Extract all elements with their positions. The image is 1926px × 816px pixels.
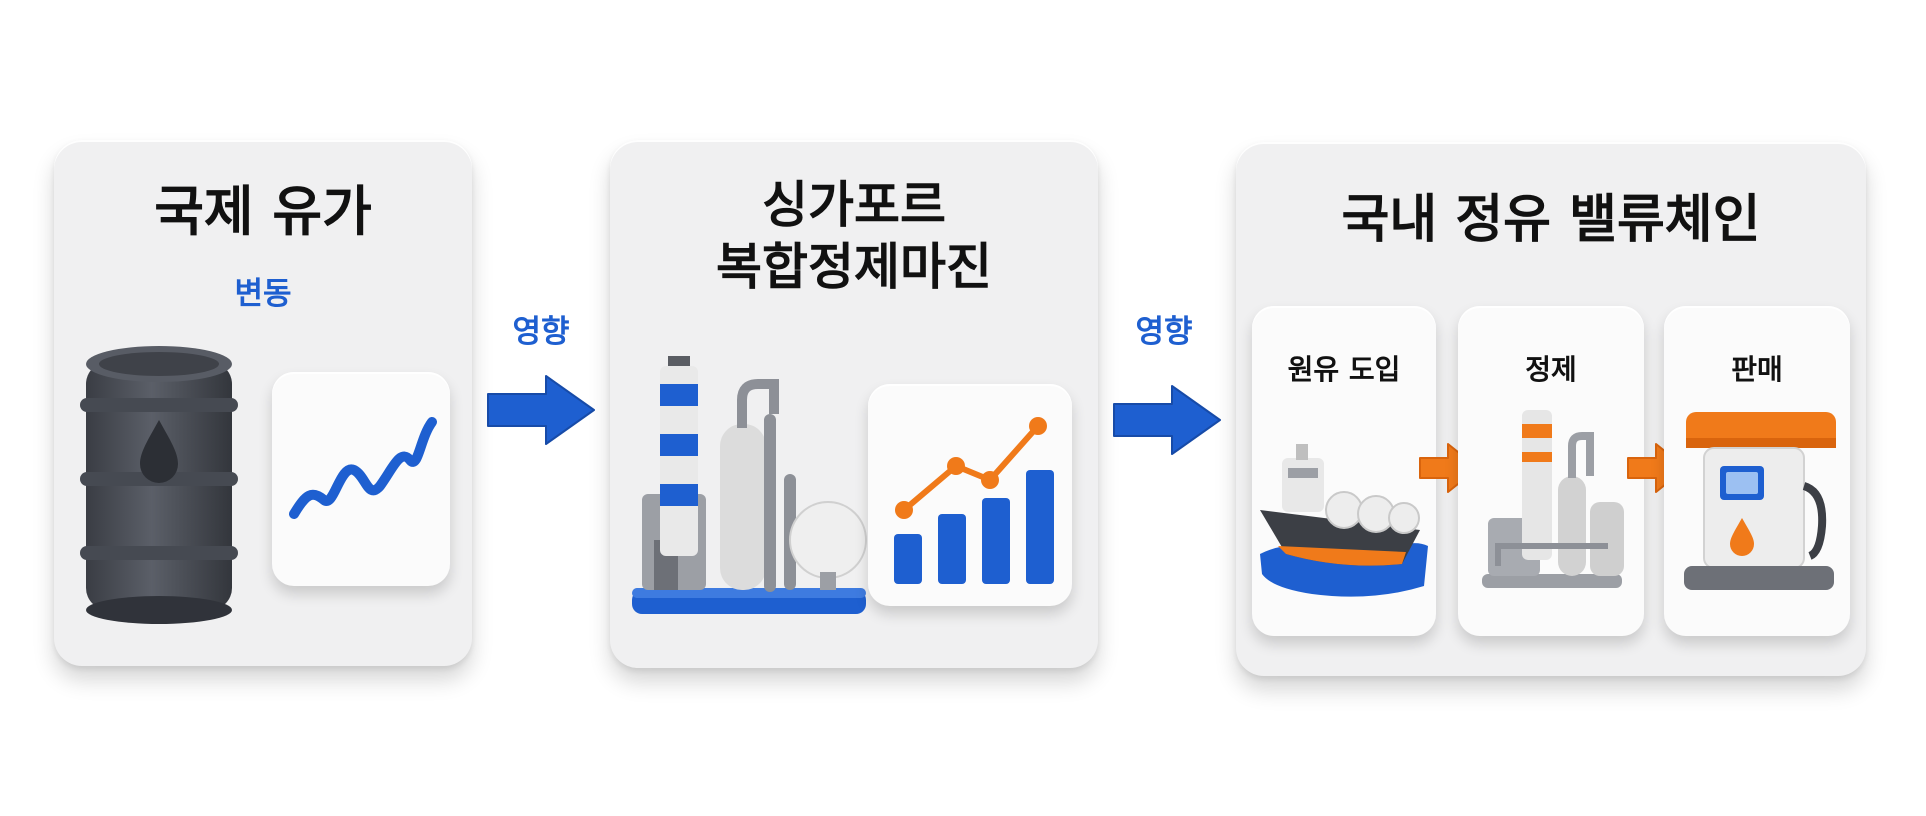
arrow-right-icon-1 — [487, 375, 595, 445]
tanker-ship-icon — [1260, 444, 1428, 597]
oil-barrel-icon — [80, 346, 238, 624]
step-sales-label: 판매 — [1731, 353, 1783, 386]
small-refinery-icon — [1482, 410, 1624, 588]
refining-margin-title-line1: 싱가포르 — [762, 176, 946, 234]
step-crude-import-label: 원유 도입 — [1287, 353, 1401, 386]
step-sales: 판매 — [1664, 306, 1850, 636]
line-bar-chart-icon — [894, 417, 1054, 584]
arrow-right-icon-2 — [1113, 385, 1221, 455]
oil-price-chart-box — [272, 372, 450, 586]
value-chain-title: 국내 정유 밸류체인 — [1341, 190, 1761, 250]
oil-price-subtitle: 변동 — [234, 276, 292, 312]
refinery-icon — [632, 356, 867, 614]
value-chain-card: 국내 정유 밸류체인 원유 도입 정제 — [1236, 142, 1866, 676]
connector-2-label: 영향 — [1135, 314, 1193, 350]
margin-chart-box — [868, 384, 1072, 606]
refining-margin-card: 싱가포르 복합정제마진 — [610, 140, 1098, 668]
step-refining: 정제 — [1458, 306, 1644, 636]
connector-1-label: 영향 — [512, 314, 570, 350]
fuel-pump-icon — [1684, 412, 1836, 590]
oil-price-title: 국제 유가 — [154, 180, 372, 243]
step-crude-import: 원유 도입 — [1252, 306, 1436, 636]
oil-price-card: 국제 유가 변동 — [54, 140, 472, 666]
refining-margin-title-line2: 복합정제마진 — [716, 238, 992, 296]
step-refining-label: 정제 — [1525, 353, 1577, 386]
zigzag-line-icon — [289, 417, 437, 519]
